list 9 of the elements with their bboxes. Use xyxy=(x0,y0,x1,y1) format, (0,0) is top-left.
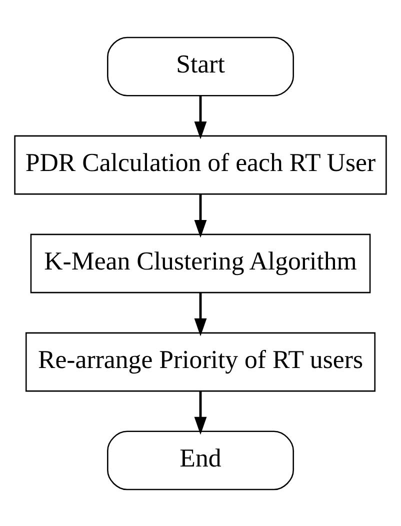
arrow xyxy=(194,194,207,238)
node-box: Start xyxy=(107,36,294,96)
node-box: Re-arrange Priority of RT users xyxy=(25,332,376,392)
arrow xyxy=(194,292,207,336)
arrow xyxy=(194,95,207,139)
node-box: End xyxy=(107,430,294,490)
node-box: K-Mean Clustering Algorithm xyxy=(30,233,371,293)
arrow xyxy=(194,390,207,434)
node-box: PDR Calculation of each RT User xyxy=(14,134,387,194)
